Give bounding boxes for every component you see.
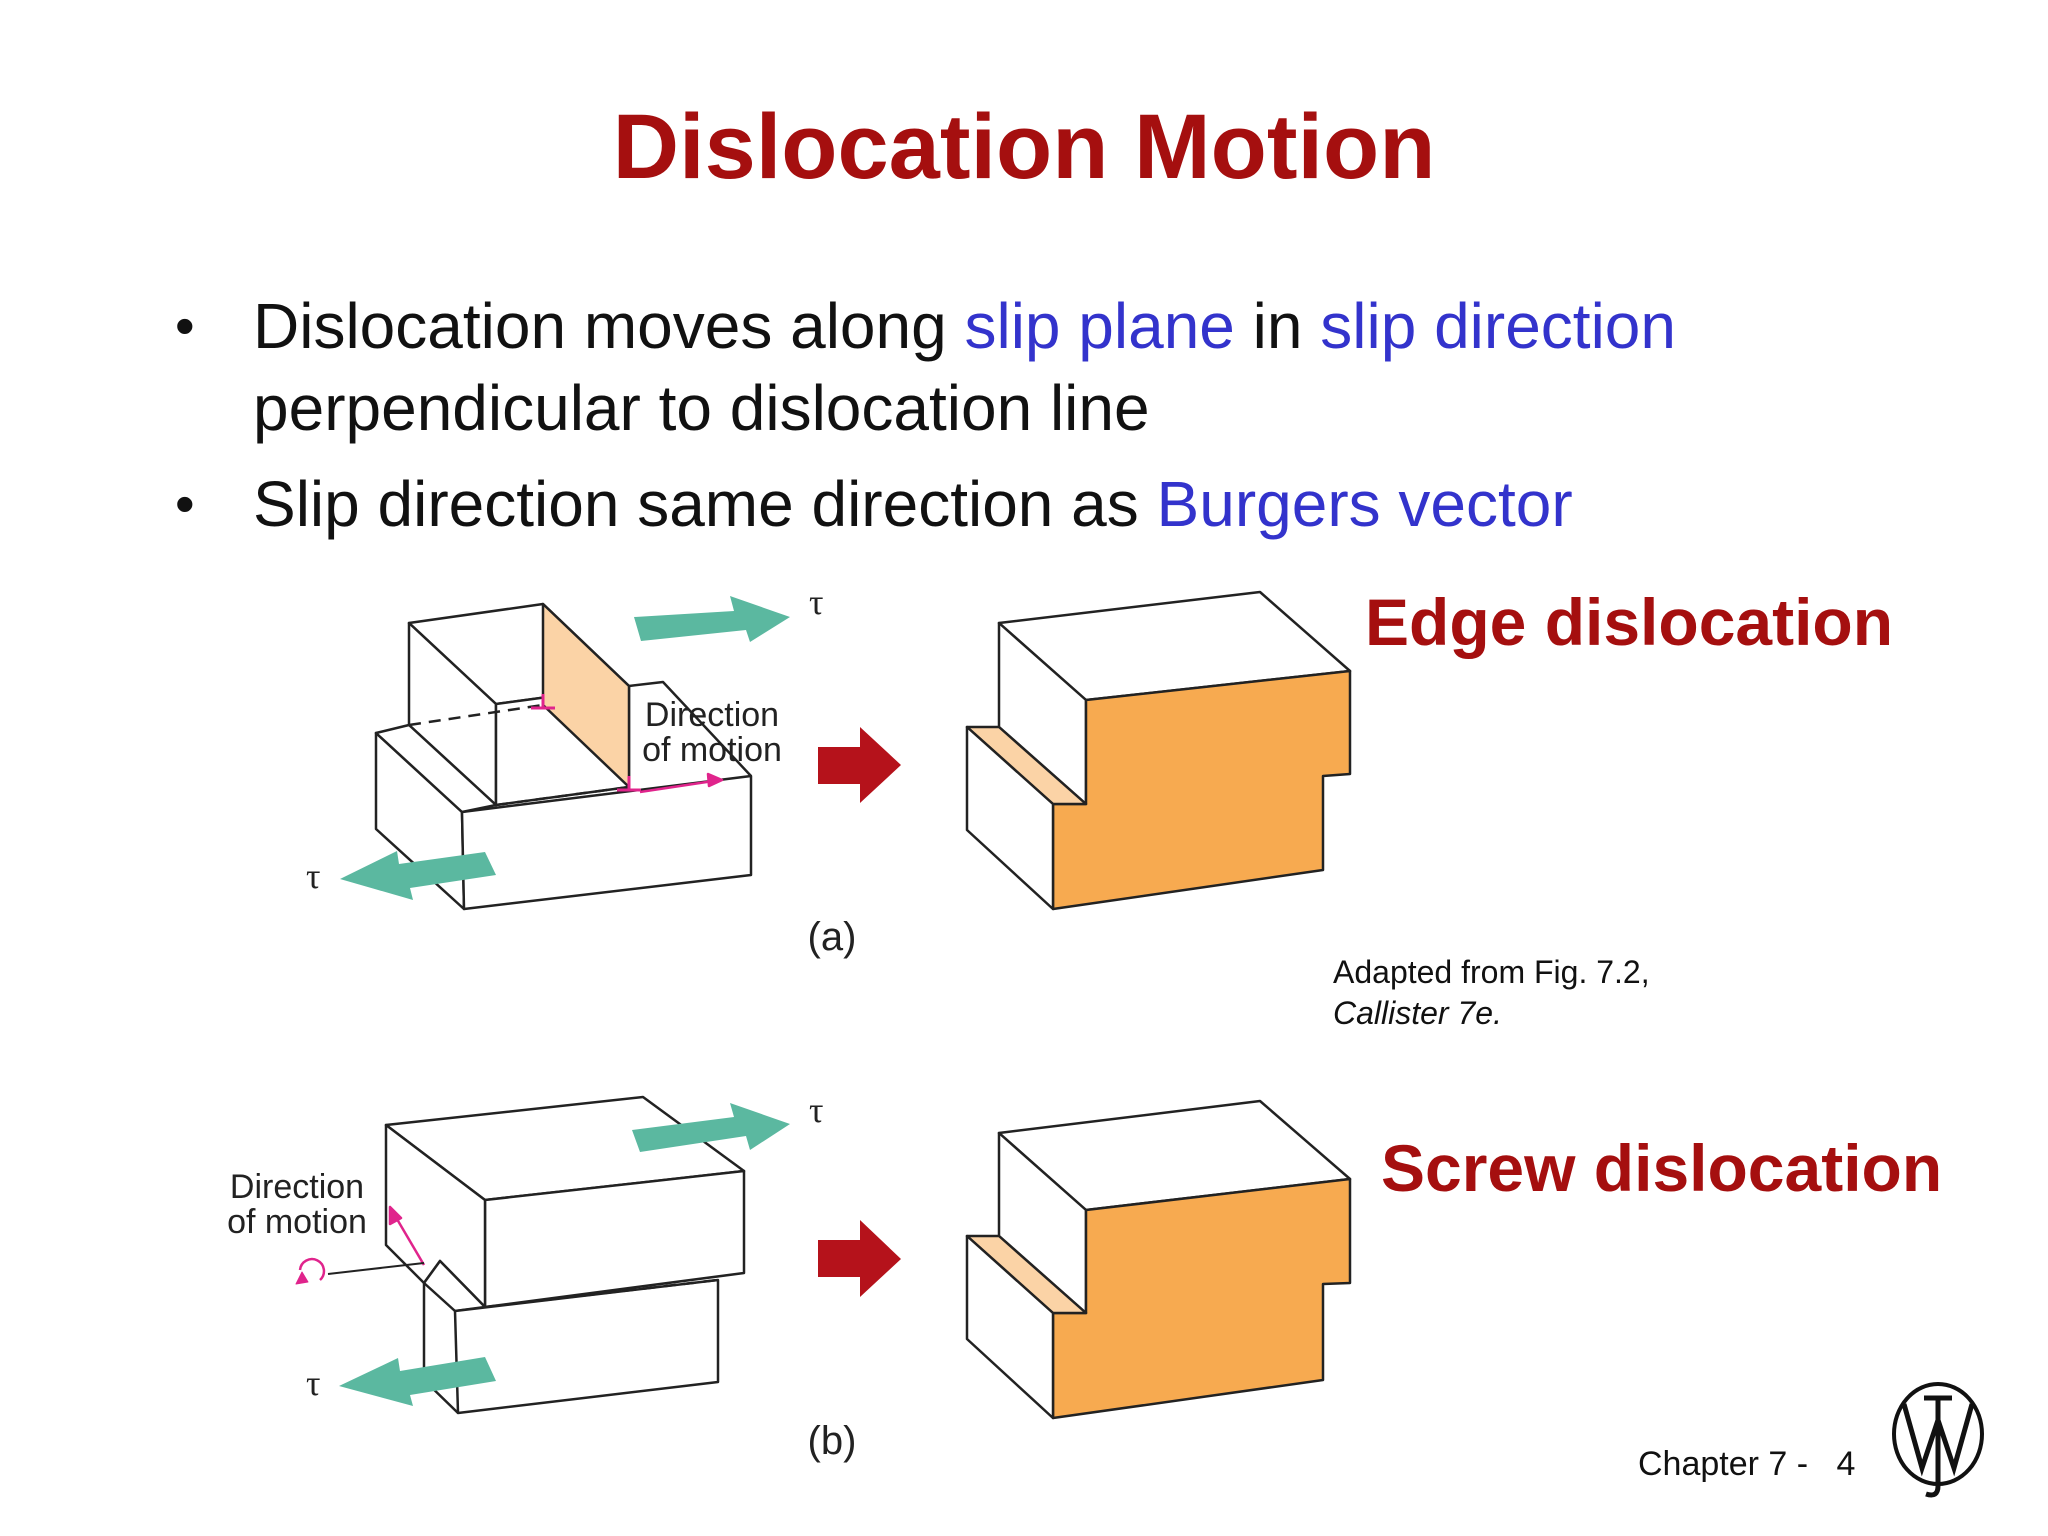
bullet-2-text-a: Slip direction same direction as [253,468,1157,540]
footer-chapter: Chapter 7 - [1638,1445,1809,1483]
bullet-1-term-slip-plane: slip plane [964,290,1235,362]
citation-line-1: Adapted from Fig. 7.2, [1333,954,1650,990]
slide-footer: Chapter 7 - 4 [1638,1445,1855,1484]
direction-of-motion-label-a-line2: of motion [642,731,782,769]
edge-before-block [374,602,753,911]
bullet-1-text-b: in [1234,290,1321,362]
edge-dislocation-label: Edge dislocation [1365,585,1894,659]
bullet-item-2: • Slip direction same direction as Burge… [175,463,1995,545]
bullet-1-term-slip-direction: slip direction [1320,290,1676,362]
screw-rotation-symbol [295,1257,425,1285]
direction-of-motion-arrow-a [639,772,724,794]
wiley-logo-icon [1892,1382,1984,1498]
direction-of-motion-arrow-b [388,1205,426,1266]
shear-arrow-bottom-b-icon [339,1357,496,1406]
bullet-1-text-c: perpendicular to dislocation line [253,372,1150,444]
direction-of-motion-label-b-line1: Direction [230,1168,364,1206]
shear-arrow-top-a-icon [634,596,790,642]
figure-citation: Adapted from Fig. 7.2, Callister 7e. [1333,952,1650,1034]
slide-title: Dislocation Motion [612,96,1436,198]
screw-dislocation-label: Screw dislocation [1381,1131,1943,1205]
direction-of-motion-label-a-line1: Direction [645,696,779,734]
screw-after-block [965,1099,1352,1420]
edge-dislocation-symbols [531,694,641,792]
caption-b: (b) [808,1419,857,1463]
bullet-item-1: • Dislocation moves along slip plane in … [175,285,1995,449]
tau-label-top-b: τ [809,1090,823,1130]
caption-a: (a) [808,915,857,959]
tau-label-bottom-b: τ [306,1363,320,1403]
process-arrow-edge-icon [818,727,901,803]
footer-page-number: 4 [1836,1445,1856,1483]
shear-arrow-bottom-a-icon [340,851,496,900]
tau-label-top-a: τ [809,582,823,622]
shear-arrow-top-b-icon [632,1103,790,1152]
bullet-2-term-burgers-vector: Burgers vector [1156,468,1573,540]
bullet-1-text-a: Dislocation moves along [253,290,965,362]
bullet-dot-icon: • [175,472,195,535]
bullet-list: • Dislocation moves along slip plane in … [175,285,1995,559]
citation-line-2: Callister 7e. [1333,995,1502,1031]
process-arrow-screw-icon [818,1220,901,1297]
direction-of-motion-label-b-line2: of motion [227,1203,367,1241]
screw-before-block [384,1095,746,1415]
bullet-dot-icon: • [175,294,195,357]
tau-label-bottom-a: τ [306,856,320,896]
edge-after-block [965,590,1352,911]
